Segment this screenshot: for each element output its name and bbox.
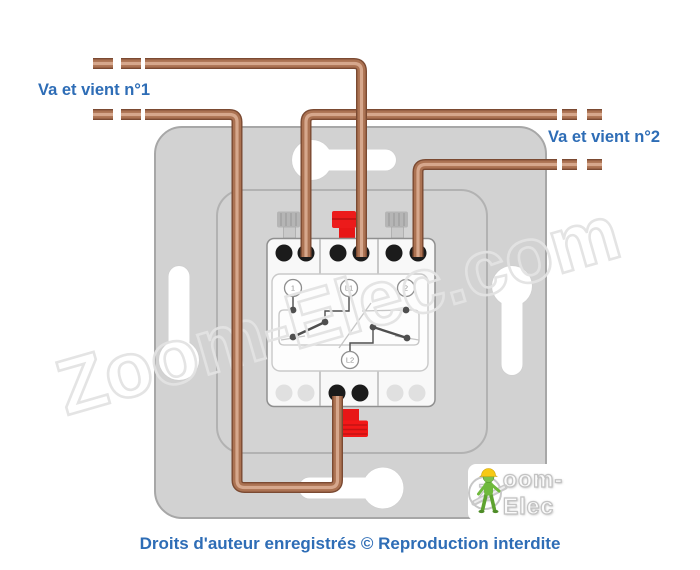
terminal-holes-bottom (275, 384, 426, 402)
terminal-label-L1: L1 (345, 284, 353, 293)
schematic-diagram: 1 L1 2 L2 (271, 273, 429, 372)
switch-mechanism: 1 L1 2 L2 (266, 237, 436, 408)
terminal-lead-L1 (324, 297, 350, 322)
terminal-label-1: 1 (291, 284, 295, 293)
keyhole-bottom (298, 466, 405, 510)
terminal-hole-unused (275, 384, 293, 402)
terminal-label-L2: L2 (346, 356, 354, 365)
terminal-hole (329, 244, 347, 262)
terminal-hole (351, 384, 369, 402)
copyright-text: Droits d'auteur enregistrés © Reproducti… (139, 534, 561, 553)
switch-lever-left (291, 320, 327, 339)
traveler-rail (278, 309, 420, 346)
clip-red-bottom (342, 409, 368, 437)
schematic-terminals: 1 L1 2 L2 (283, 278, 416, 370)
terminal-hole (275, 244, 293, 262)
clip-red-top (332, 211, 356, 238)
label-cable-2: Va et vient n°2 (548, 128, 661, 146)
terminal-hole-unused (386, 384, 404, 402)
terminal-circle-L2 (340, 350, 360, 370)
electrician-mascot-icon (471, 468, 508, 514)
terminal-label-2: 2 (404, 284, 408, 293)
switch-lever-right (371, 325, 409, 340)
terminal-hole (385, 244, 403, 262)
label-cable-1: Va et vient n°1 (38, 81, 151, 99)
schematic-box (271, 273, 429, 372)
terminal-circle-L1 (339, 278, 359, 298)
terminal-hole-unused (297, 384, 315, 402)
clip-gray-left (277, 211, 300, 239)
terminal-hole-unused (408, 384, 426, 402)
terminal-lead-L2 (349, 327, 374, 351)
terminal-circle-2 (396, 278, 416, 298)
keyhole-left (158, 265, 200, 381)
terminal-circle-1 (283, 278, 303, 298)
module-dividers (319, 239, 379, 406)
alt-position-line (338, 302, 405, 349)
contact-dots (289, 306, 411, 342)
keyhole-right (491, 265, 533, 376)
logo-box: Zoom-Elec (468, 464, 614, 521)
logo-rest: oom-Elec (502, 465, 564, 519)
